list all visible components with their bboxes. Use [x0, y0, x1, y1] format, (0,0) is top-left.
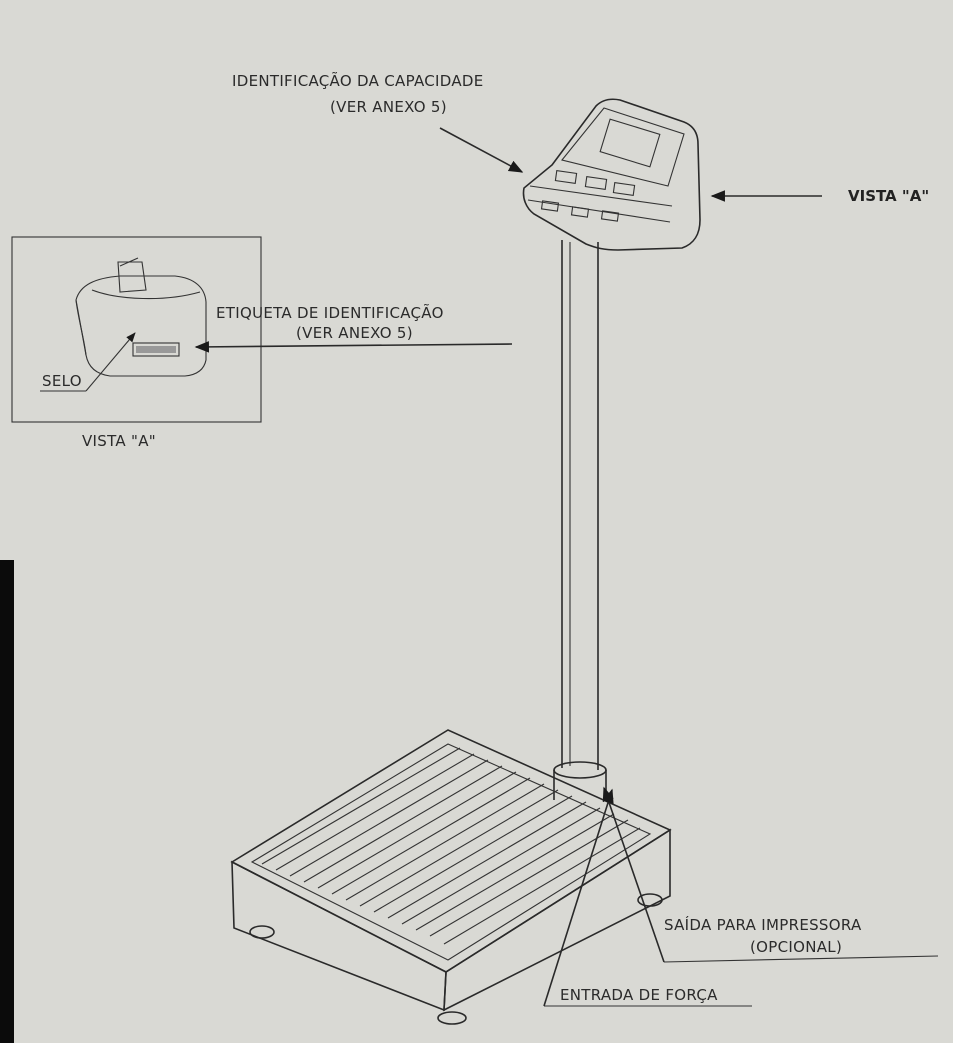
power-leader [543, 788, 614, 1007]
view-a-pointer-label: VISTA "A" [848, 187, 929, 205]
view-a-caption: VISTA "A" [82, 432, 156, 450]
printer-output-label: SAÍDA PARA IMPRESSORA [664, 915, 862, 934]
seal-label: SELO [42, 372, 82, 390]
capacity-title: IDENTIFICAÇÃO DA CAPACIDADE [232, 71, 484, 90]
left-edge-strip [0, 560, 14, 1043]
power-input-label: ENTRADA DE FORÇA [560, 986, 718, 1004]
printer-optional-label: (OPCIONAL) [750, 938, 842, 956]
id-label-ref: (VER ANEXO 5) [296, 324, 413, 342]
id-label-title: ETIQUETA DE IDENTIFICAÇÃO [216, 303, 444, 322]
view-a-inset [11, 236, 262, 423]
id-label-arrow [194, 341, 513, 353]
printer-underline [663, 955, 939, 963]
printer-leader [602, 786, 665, 963]
indicator-head [522, 98, 701, 251]
column [553, 240, 607, 800]
seal-leader [85, 332, 136, 392]
capacity-arrow [439, 127, 524, 173]
platform [230, 729, 672, 1025]
capacity-ref: (VER ANEXO 5) [330, 98, 447, 116]
